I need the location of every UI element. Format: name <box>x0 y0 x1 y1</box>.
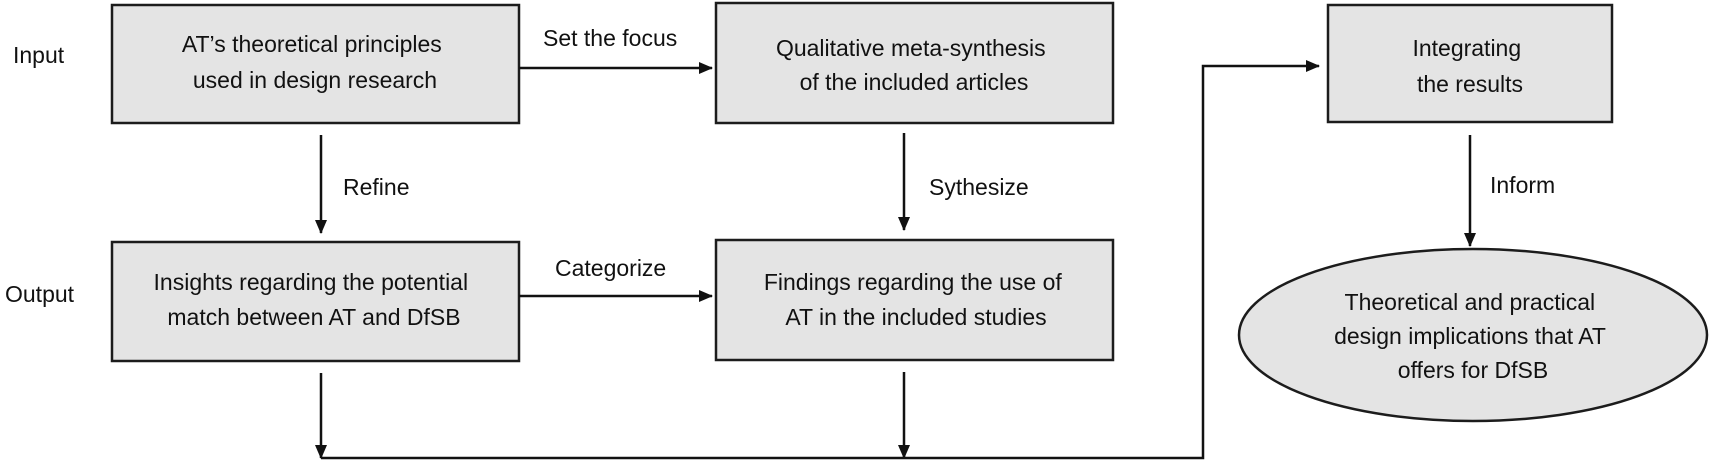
integrating-box: Integrating the results <box>1326 3 1614 124</box>
at-principles-line-1: AT’s theoretical principles <box>182 31 442 57</box>
svg-text:AT’s theoretical principles: AT’s theoretical principles used in desi… <box>182 31 448 93</box>
svg-text:Integrating the results: Integrating the results <box>1412 35 1527 97</box>
insights-line-2: match between AT and DfSB <box>167 304 460 330</box>
implications-line-2: design implications that AT <box>1334 323 1606 349</box>
svg-text:Findings regarding the use of: Findings regarding the use of AT in the … <box>764 269 1068 330</box>
implications-line-1: Theoretical and practical <box>1345 289 1596 315</box>
findings-line-2: AT in the included studies <box>785 304 1046 330</box>
svg-text:Theoretical and practical: Theoretical and practical design implica… <box>1334 289 1612 383</box>
insights-line-1: Insights regarding the potential <box>154 269 469 295</box>
findings-box: Findings regarding the use of AT in the … <box>714 238 1115 362</box>
input-row-label: Input <box>13 42 65 68</box>
svg-text:Insights regarding the potenti: Insights regarding the potential match b… <box>154 269 475 330</box>
inform-label: Inform <box>1490 172 1555 198</box>
implications-ellipse: Theoretical and practical design implica… <box>1237 247 1709 423</box>
categorize-label: Categorize <box>555 255 666 281</box>
svg-text:Qualitative meta-synthesis: Qualitative meta-synthesis of the includ… <box>776 35 1052 95</box>
meta-synthesis-line-1: Qualitative meta-synthesis <box>776 35 1046 61</box>
at-principles-box: AT’s theoretical principles used in desi… <box>110 3 521 125</box>
output-row-label: Output <box>5 281 75 307</box>
set-focus-label: Set the focus <box>543 25 677 51</box>
meta-synthesis-line-2: of the included articles <box>800 69 1029 95</box>
meta-synthesis-box: Qualitative meta-synthesis of the includ… <box>714 1 1115 125</box>
integrating-line-1: Integrating <box>1412 35 1521 61</box>
sythesize-label: Sythesize <box>929 174 1029 200</box>
findings-line-1: Findings regarding the use of <box>764 269 1063 295</box>
at-principles-line-2: used in design research <box>193 67 437 93</box>
implications-line-3: offers for DfSB <box>1398 357 1548 383</box>
insights-box: Insights regarding the potential match b… <box>110 240 521 363</box>
refine-label: Refine <box>343 174 409 200</box>
integrating-line-2: the results <box>1417 71 1523 97</box>
connector-to-integrating <box>321 60 1320 460</box>
